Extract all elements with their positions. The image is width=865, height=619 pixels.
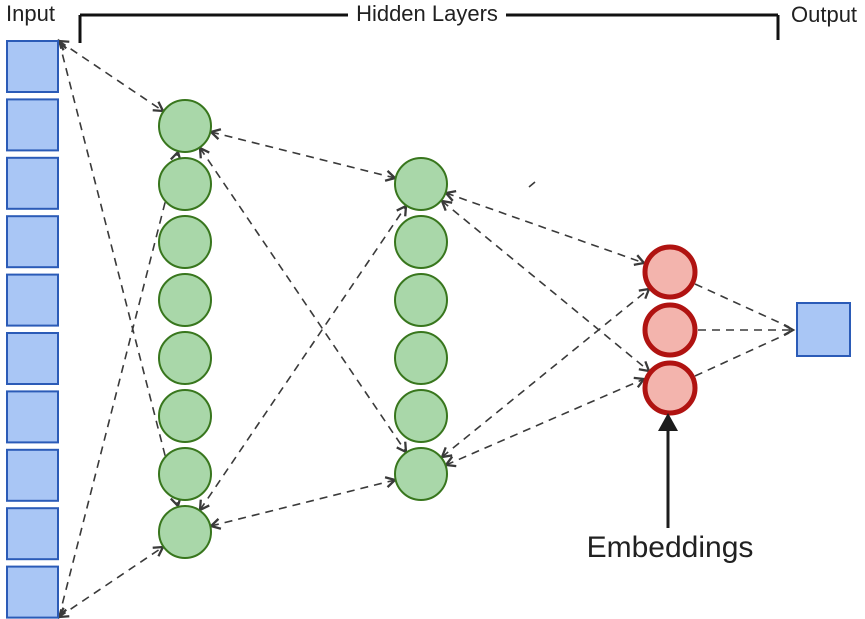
hidden-layer-1-node: [158, 157, 212, 211]
embedding-node: [642, 302, 698, 358]
hidden-layer-2-node: [394, 331, 448, 385]
hidden-layer-1-node: [158, 215, 212, 269]
hidden-layers-bracket: [78, 13, 780, 43]
hidden-layer-1-node: [158, 389, 212, 443]
input-square: [6, 390, 59, 444]
connection-line: [440, 199, 651, 373]
hidden-layer-2-node: [394, 215, 448, 269]
hidden-layer-1-node: [158, 505, 212, 559]
hidden-layer-1-node: [158, 273, 212, 327]
network-nodes: [6, 40, 851, 619]
connection-line: [443, 376, 647, 468]
connection-lines: [55, 38, 796, 619]
hidden-layer-2-node: [394, 447, 448, 501]
input-square: [6, 156, 59, 210]
connection-line: [55, 149, 182, 619]
hidden-layers-label: Hidden Layers: [356, 1, 498, 26]
hidden-layer-2-node: [394, 389, 448, 443]
embeddings-arrow: [658, 413, 678, 528]
input-square: [6, 332, 59, 385]
connection-line: [208, 128, 398, 182]
input-square: [6, 565, 59, 619]
hidden-layer-1-node: [158, 331, 212, 385]
input-square: [6, 98, 59, 152]
output-square: [796, 302, 851, 357]
input-square: [6, 40, 59, 93]
connection-line: [528, 181, 536, 188]
connection-line: [440, 287, 651, 459]
connection-line: [208, 476, 398, 530]
embeddings-arrowhead-icon: [658, 413, 678, 431]
output-label: Output: [791, 2, 858, 27]
hidden-layer-2-node: [394, 157, 448, 211]
connection-line: [694, 283, 790, 328]
connection-line: [694, 332, 790, 377]
hidden-layer-1-node: [158, 99, 212, 153]
hidden-layer-2-node: [394, 273, 448, 327]
embedding-node: [642, 244, 698, 300]
connection-line: [55, 38, 182, 509]
connection-line: [198, 204, 408, 512]
embedding-node: [642, 360, 698, 416]
hidden-layer-1-node: [158, 447, 212, 501]
embeddings-label: Embeddings: [586, 531, 754, 564]
input-label: Input: [6, 1, 55, 26]
input-square: [6, 273, 59, 327]
connection-line: [198, 146, 408, 454]
input-square: [6, 448, 59, 502]
connection-line: [57, 545, 165, 619]
input-square: [6, 507, 59, 561]
input-square: [6, 215, 59, 269]
